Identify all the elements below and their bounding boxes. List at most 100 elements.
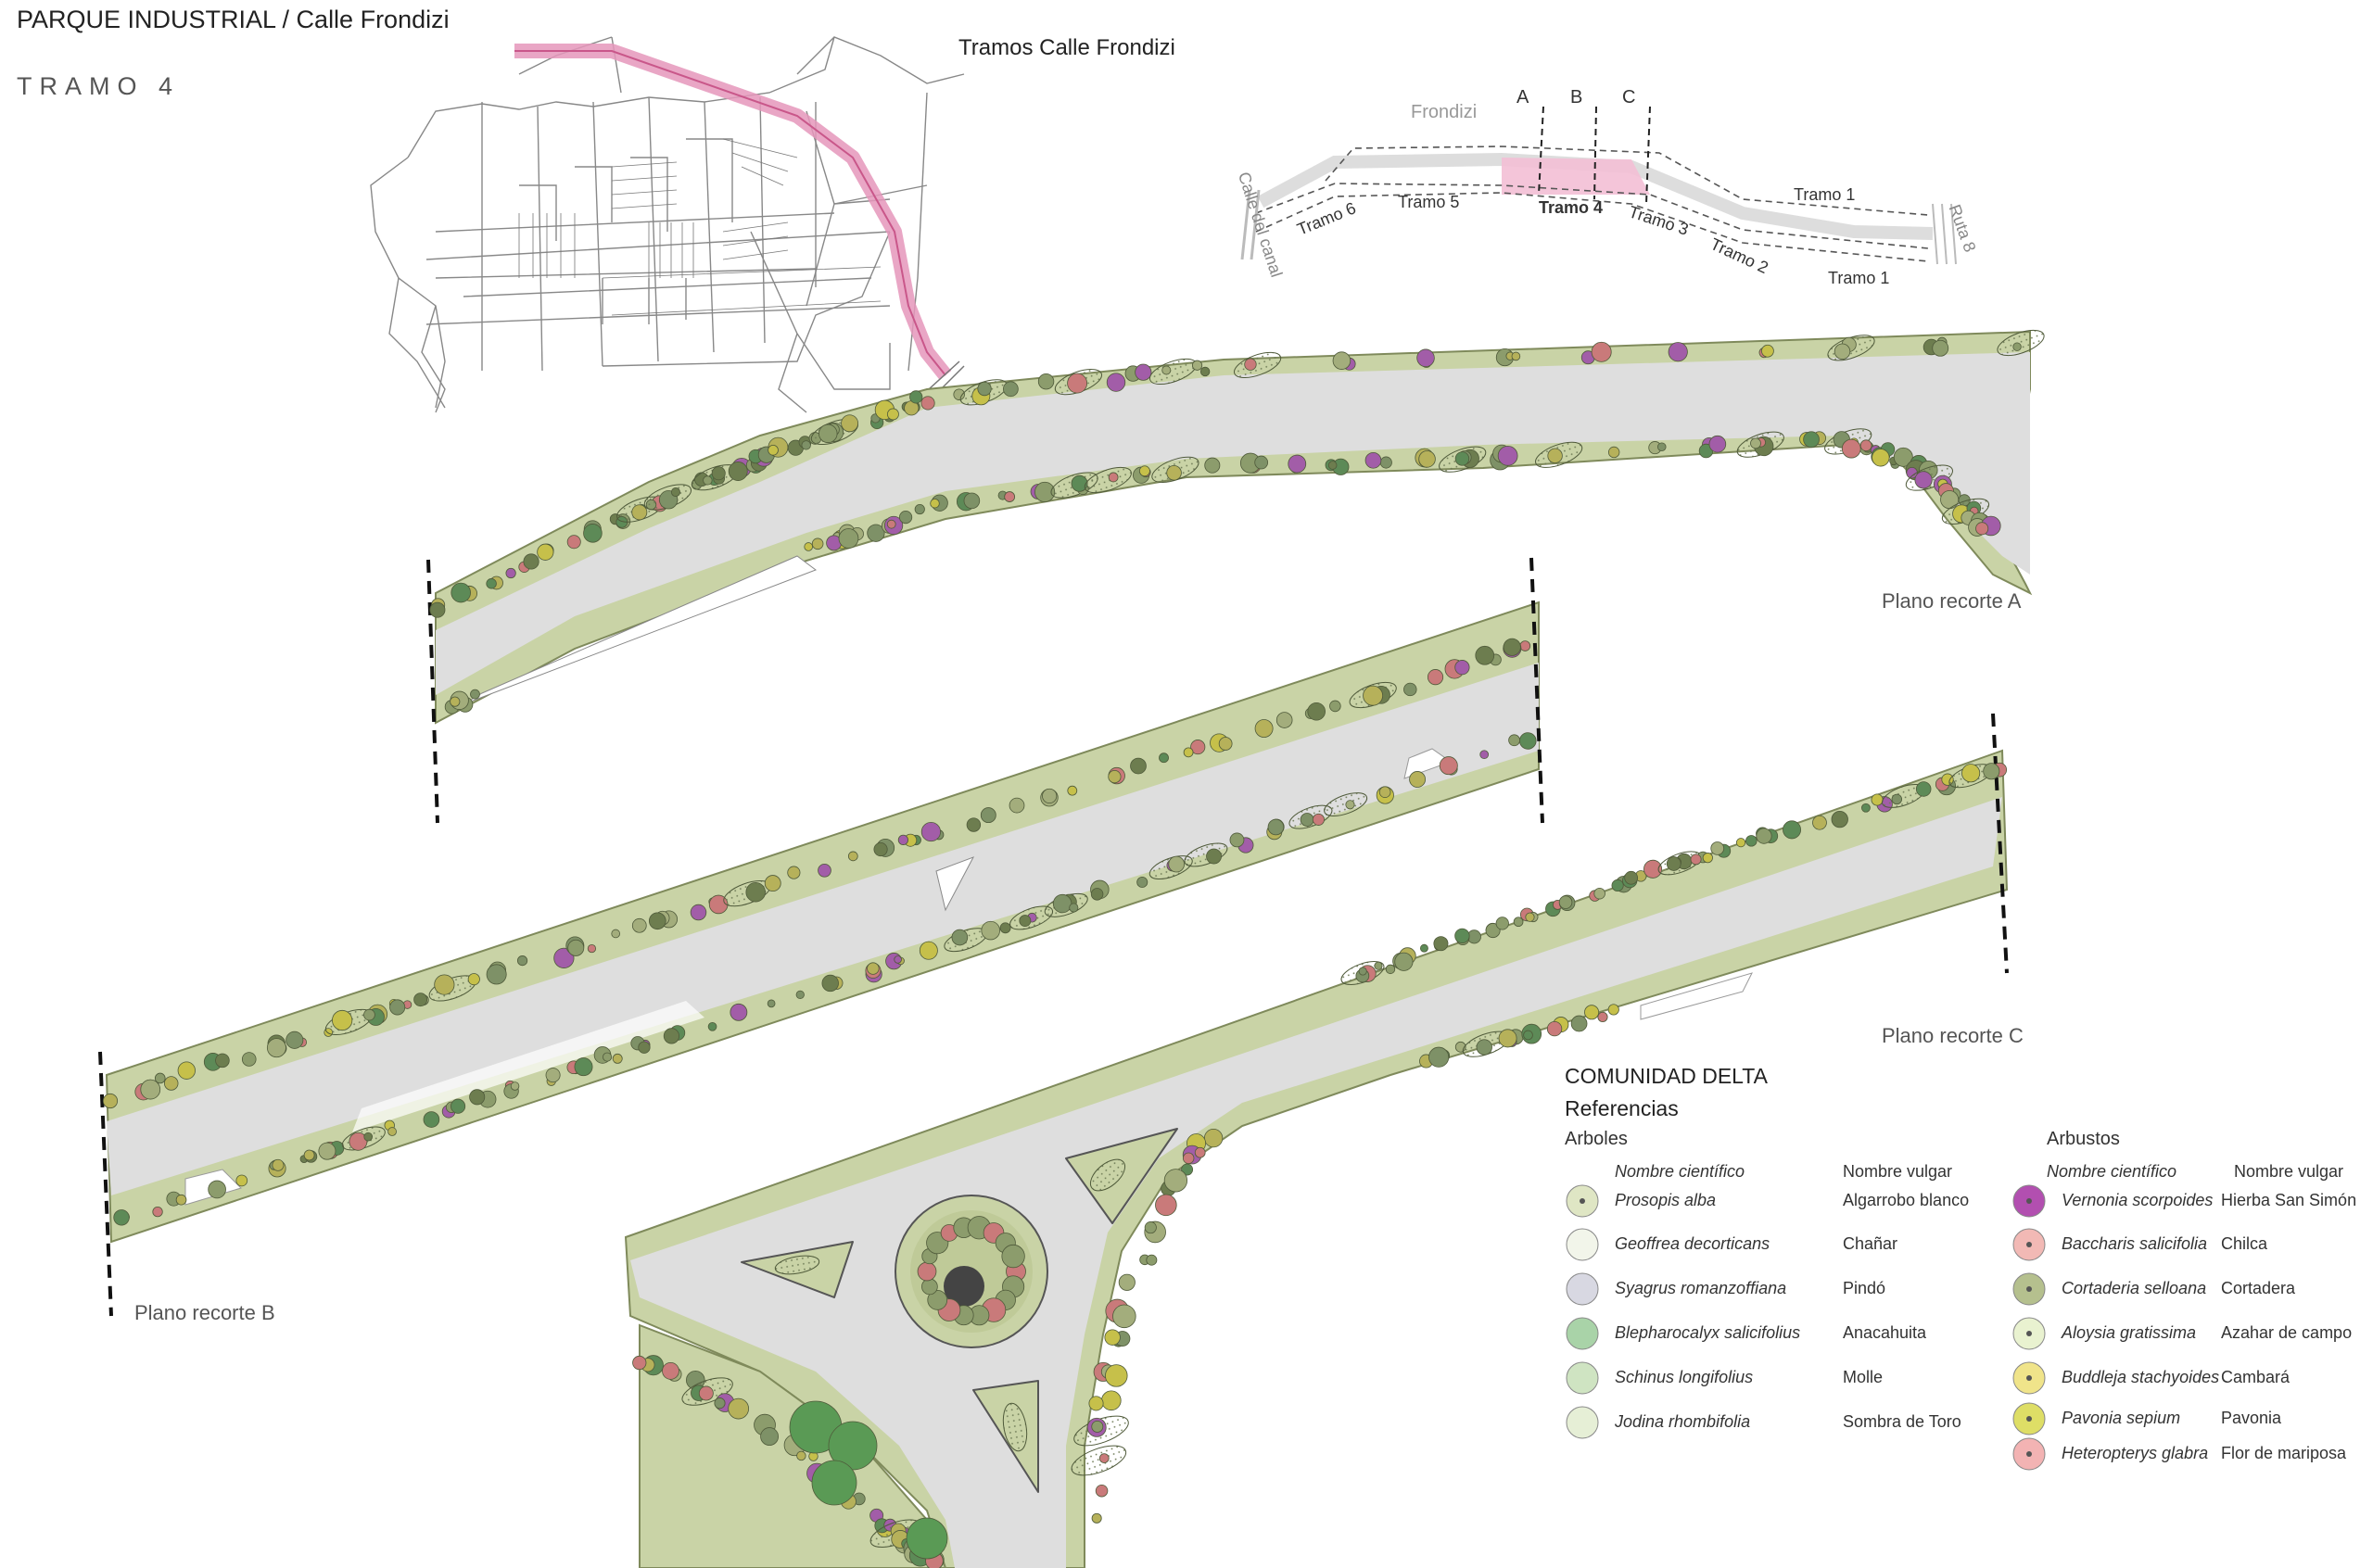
plant-symbol [1546,1020,1563,1037]
plant-symbol [1485,923,1501,939]
plant-symbol [1105,1364,1128,1387]
plant-symbol [1307,702,1326,721]
plant-symbol [523,553,539,570]
plant-symbol [163,1076,179,1091]
plant-symbol [764,875,781,892]
legend-scientific-name: Heteropterys glabra [2062,1444,2209,1462]
plant-symbol [1607,1004,1619,1016]
prosopis-icon [1566,1184,1599,1218]
plant-symbol [1611,879,1624,892]
plant-symbol [818,863,831,878]
plant-symbol [745,881,766,903]
legend-common-name: Cortadera [2221,1279,2296,1297]
legend-common-name: Algarrobo blanco [1843,1191,1970,1209]
plant-symbol [175,1194,187,1206]
plant-symbol [1090,888,1104,901]
plant-symbol [1812,815,1827,830]
plant-symbol [1181,1163,1194,1176]
plant-symbol [1803,431,1820,449]
plant-symbol [1106,373,1126,392]
plant-symbol [828,1421,878,1471]
plant-symbol [1508,734,1520,747]
plant-symbol [413,993,428,1007]
plant-symbol [1479,750,1490,760]
plant-symbol [1750,437,1761,449]
plant-symbol [429,601,446,618]
plant-symbol [363,1132,374,1142]
plant-symbol [469,1089,486,1106]
plant-symbol [1656,442,1667,452]
plant-symbol [1067,785,1078,796]
shrub-mass [1234,351,1282,379]
shrub-mass [1997,329,2045,357]
tramo-label: Tramo 4 [1539,198,1604,217]
plan-c-label: Plano recorte C [1882,1024,2024,1047]
plant-symbol [1379,456,1392,469]
plant-symbol [966,817,982,832]
plant-symbol [920,821,941,842]
plant-symbol [921,1278,938,1296]
plant-symbol [1558,895,1573,909]
planting-symbols [102,329,2045,1568]
plant-symbol [318,1142,336,1160]
plant-symbol [768,444,779,456]
plant-symbol [450,1098,466,1114]
shrub-mass [1071,1445,1127,1476]
plant-symbol [1288,454,1307,474]
plant-symbol [1161,365,1172,375]
plant-symbol [553,947,575,968]
plant-symbol [510,1081,520,1091]
plant-symbol [1244,358,1257,371]
location-map-detail [518,138,882,316]
tramo-label: Tramo 1 [1828,269,1890,287]
pavonia-icon [2012,1402,2046,1435]
plant-symbol [611,929,621,939]
plant-symbol [919,941,938,960]
plant-symbol [272,1158,285,1171]
plant-symbol [980,807,996,824]
plant-symbol [887,408,899,421]
plant-symbol [1454,660,1470,676]
plant-symbol [1745,835,1758,847]
plant-symbol [1523,1030,1533,1041]
plant-symbol [1146,1254,1158,1266]
plant-symbol [951,929,969,946]
plant-symbol [838,528,859,549]
plant-symbol [1735,838,1746,848]
plant-symbol [1418,450,1436,468]
plant-symbol [1915,781,1932,797]
plant-symbol [917,1261,937,1282]
plant-symbol [1042,788,1058,804]
legend-scientific-name: Aloysia gratissima [2062,1323,2197,1342]
plant-symbol [898,511,913,525]
legend-common-name: Hierba San Simón [2221,1191,2357,1209]
plan-a-label: Plano recorte A [1882,589,2022,613]
plant-symbol [906,1517,948,1560]
plant-symbol [963,492,981,510]
blepharocalyx-icon [1566,1317,1599,1350]
plant-symbol [1101,1390,1122,1411]
plant-symbol [1983,763,2000,780]
plant-symbol [1834,343,1851,360]
vernonia-icon [2012,1184,2046,1218]
plant-symbol [1052,893,1072,914]
plant-symbol [1358,967,1367,976]
plant-symbol [897,834,909,845]
location-map-title: Tramos Calle Frondizi [958,35,1175,60]
plant-symbol [1069,903,1079,913]
plant-symbol [1182,1152,1195,1164]
plant-symbol [1597,1011,1608,1023]
plant-symbol [1163,1169,1188,1193]
plant-symbol [847,851,858,862]
shrub-mass [774,1255,820,1275]
plant-symbol [1893,447,1913,467]
plant-symbol [1199,366,1211,377]
plant-symbol [1155,1194,1177,1217]
plant-symbol [1841,438,1861,459]
plant-symbol [1135,363,1152,381]
plant-symbol [266,1038,286,1058]
plant-symbol [1416,348,1435,368]
plant-symbol [1218,737,1233,751]
plant-symbol [1088,1396,1104,1411]
arboles-col-sci: Nombre científico [1615,1162,1745,1181]
